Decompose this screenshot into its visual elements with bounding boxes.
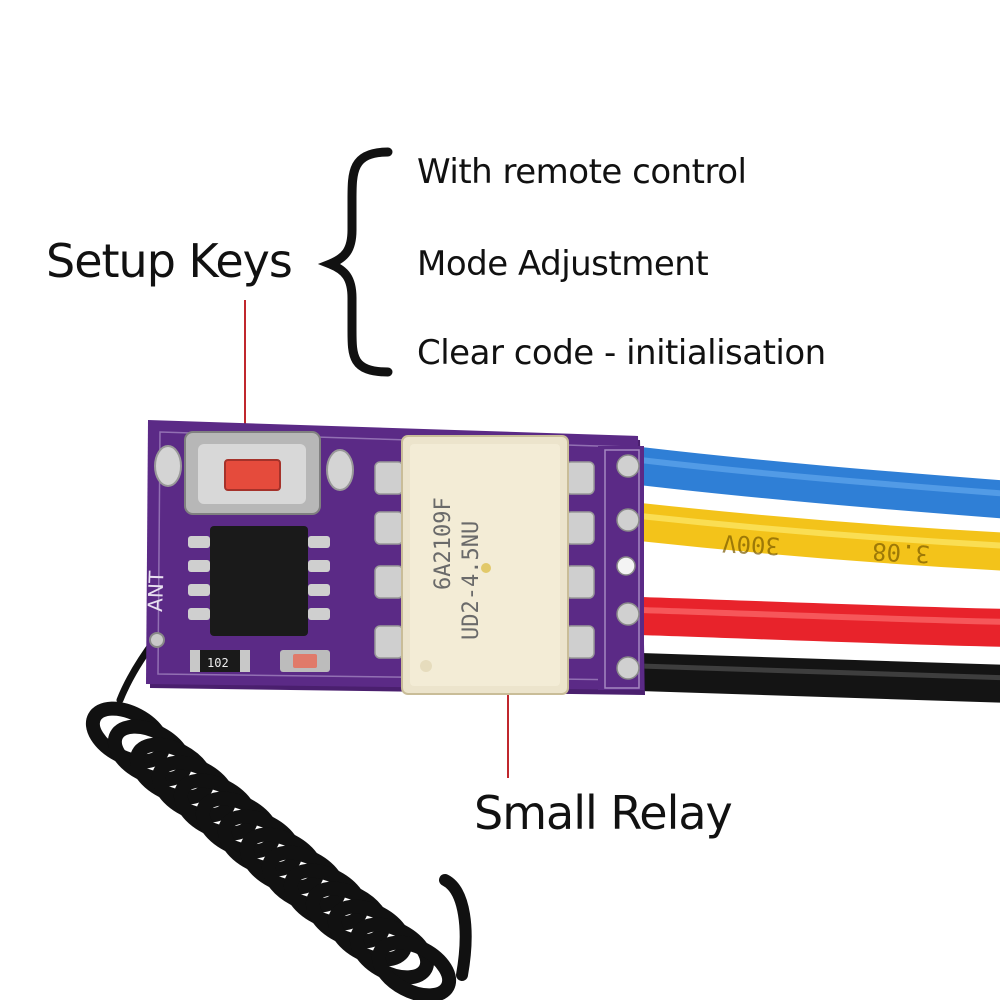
function-item-mode-adjustment: Mode Adjustment xyxy=(417,244,709,284)
relay-marking-2: UD2-4.5NU xyxy=(459,521,484,640)
wires xyxy=(621,447,1000,703)
coiled-antenna xyxy=(85,636,472,1000)
tact-switch xyxy=(184,431,321,515)
silkscreen-ant: ANT xyxy=(143,570,168,612)
brace-icon xyxy=(317,147,393,377)
function-item-clear-code: Clear code - initialisation xyxy=(417,333,826,373)
terminal-pads xyxy=(598,446,644,690)
small-relay xyxy=(401,435,569,695)
setup-keys-label: Setup Keys xyxy=(46,234,293,288)
wire-red xyxy=(621,597,1000,647)
status-led xyxy=(280,650,330,672)
wire-yellow xyxy=(621,503,1000,571)
wire-blue xyxy=(621,447,1000,519)
resistor-code: 102 xyxy=(207,656,229,670)
wire-print-2: 3.08 xyxy=(871,537,930,568)
function-item-remote-control: With remote control xyxy=(417,152,747,192)
wire-print-1: 300V xyxy=(721,529,780,560)
relay-marking-1: 6A2109F xyxy=(431,497,456,590)
wire-black xyxy=(621,653,1000,703)
setup-key-button xyxy=(224,459,281,491)
resistor: 102 xyxy=(190,650,250,672)
ic-chip xyxy=(188,526,330,636)
small-relay-label: Small Relay xyxy=(474,786,733,840)
